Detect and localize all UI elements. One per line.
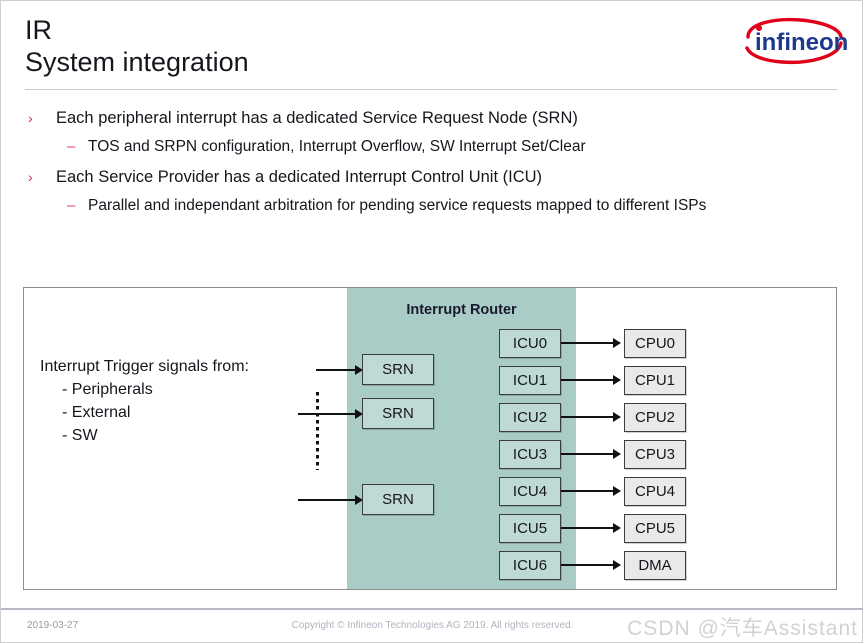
- cpu-node-5[interactable]: CPU5: [624, 514, 686, 543]
- arrow-icu5-to-cpu5: [561, 527, 616, 529]
- icu-node-2[interactable]: ICU2: [499, 403, 561, 432]
- footer-date: 2019-03-27: [27, 620, 79, 631]
- bullet-list: › Each peripheral interrupt has a dedica…: [25, 107, 835, 225]
- arrow-head-cpu5-icon: [613, 523, 621, 533]
- arrow-icu1-to-cpu1: [561, 379, 616, 381]
- trigger-signal-caption: Interrupt Trigger signals from:: [40, 358, 249, 375]
- vertical-ellipsis-icon: [316, 392, 319, 470]
- bullet-item-1: › Each peripheral interrupt has a dedica…: [25, 107, 835, 129]
- srn-node-1[interactable]: SRN: [362, 398, 434, 429]
- arrow-head-to-srn-1-icon: [355, 409, 363, 419]
- header-divider: [25, 89, 837, 90]
- arrow-head-to-srn-2-icon: [355, 495, 363, 505]
- interrupt-router-diagram: Interrupt Router Interrupt Trigger signa…: [23, 287, 837, 590]
- arrow-head-cpu4-icon: [613, 486, 621, 496]
- cpu-node-1[interactable]: CPU1: [624, 366, 686, 395]
- footer: 2019-03-27 Copyright © Infineon Technolo…: [1, 610, 863, 644]
- bullet-item-3: › Each Service Provider has a dedicated …: [25, 166, 835, 188]
- bullet-text-2: TOS and SRPN configuration, Interrupt Ov…: [88, 138, 586, 155]
- infineon-logo: infineon: [738, 17, 848, 69]
- icu-node-1[interactable]: ICU1: [499, 366, 561, 395]
- bullet-item-4: – Parallel and independant arbitration f…: [25, 195, 835, 216]
- bullet-item-2: – TOS and SRPN configuration, Interrupt …: [25, 136, 835, 157]
- trigger-source-external: - External: [62, 404, 131, 421]
- arrow-icu4-to-cpu4: [561, 490, 616, 492]
- bullet-marker-chevron-icon: ›: [28, 110, 33, 126]
- arrow-icu0-to-cpu0: [561, 342, 616, 344]
- csdn-watermark: CSDN @汽车Assistant: [627, 617, 858, 640]
- arrow-head-cpu2-icon: [613, 412, 621, 422]
- arrow-to-srn-0: [316, 369, 358, 371]
- title-line-2: System integration: [25, 47, 249, 77]
- arrow-head-dma-icon: [613, 560, 621, 570]
- svg-text:infineon: infineon: [755, 29, 848, 56]
- footer-copyright: Copyright © Infineon Technologies AG 201…: [291, 620, 574, 631]
- bullet-marker-chevron-icon: ›: [28, 169, 33, 185]
- srn-node-0[interactable]: SRN: [362, 354, 434, 385]
- arrow-head-cpu0-icon: [613, 338, 621, 348]
- srn-node-2[interactable]: SRN: [362, 484, 434, 515]
- arrow-to-srn-2: [298, 499, 358, 501]
- interrupt-router-title: Interrupt Router: [406, 302, 517, 318]
- title-line-1: IR: [25, 15, 52, 45]
- arrow-head-cpu3-icon: [613, 449, 621, 459]
- trigger-source-sw: - SW: [62, 427, 98, 444]
- arrow-head-cpu1-icon: [613, 375, 621, 385]
- trigger-signal-caption-group: Interrupt Trigger signals from: - Periph…: [40, 355, 249, 447]
- cpu-node-2[interactable]: CPU2: [624, 403, 686, 432]
- bullet-marker-dash-icon: –: [67, 197, 76, 214]
- bullet-text-4: Parallel and independant arbitration for…: [88, 197, 707, 214]
- cpu-node-3[interactable]: CPU3: [624, 440, 686, 469]
- trigger-source-peripherals: - Peripherals: [62, 381, 153, 398]
- bullet-text-3: Each Service Provider has a dedicated In…: [56, 168, 543, 186]
- arrow-icu2-to-cpu2: [561, 416, 616, 418]
- bullet-text-1: Each peripheral interrupt has a dedicate…: [56, 109, 578, 127]
- icu-node-6[interactable]: ICU6: [499, 551, 561, 580]
- page-title: IR System integration: [25, 15, 249, 79]
- bullet-marker-dash-icon: –: [67, 138, 76, 155]
- arrow-to-srn-1: [298, 413, 358, 415]
- arrow-head-to-srn-0-icon: [355, 365, 363, 375]
- footer-divider: [1, 608, 863, 610]
- cpu-node-4[interactable]: CPU4: [624, 477, 686, 506]
- arrow-icu3-to-cpu3: [561, 453, 616, 455]
- cpu-node-0[interactable]: CPU0: [624, 329, 686, 358]
- dma-node[interactable]: DMA: [624, 551, 686, 580]
- icu-node-4[interactable]: ICU4: [499, 477, 561, 506]
- icu-node-5[interactable]: ICU5: [499, 514, 561, 543]
- icu-node-0[interactable]: ICU0: [499, 329, 561, 358]
- icu-node-3[interactable]: ICU3: [499, 440, 561, 469]
- arrow-icu6-to-dma: [561, 564, 616, 566]
